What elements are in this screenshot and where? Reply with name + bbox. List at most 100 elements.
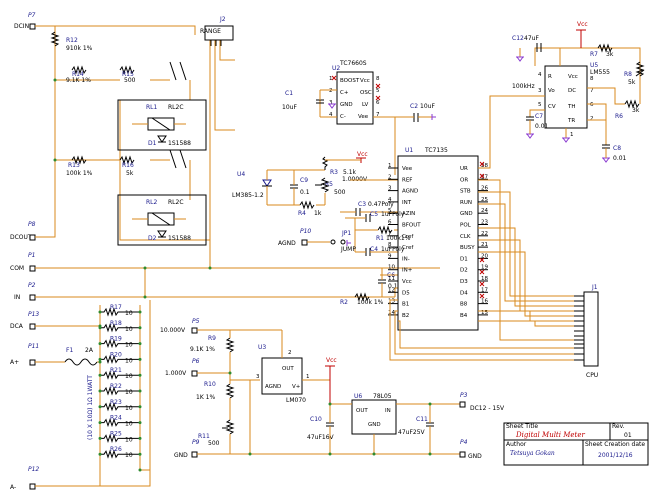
u1-pin-number: 11 bbox=[388, 276, 395, 282]
svg-text:R10: R10 bbox=[204, 381, 216, 388]
port-p5: P5 10.000V bbox=[160, 318, 230, 334]
reference-u4-lm385: U4 LM385-1.2 bbox=[232, 169, 325, 206]
svg-text:U5: U5 bbox=[590, 62, 598, 69]
u1-pin-name: INT bbox=[402, 200, 412, 206]
svg-text:U2: U2 bbox=[332, 65, 340, 72]
u1-pin-number: 10 bbox=[388, 265, 395, 271]
u1-pin-name: GND bbox=[460, 211, 473, 217]
svg-text:5: 5 bbox=[538, 102, 542, 108]
u1-pin-number: 12 bbox=[388, 287, 395, 293]
svg-text:GND: GND bbox=[174, 452, 188, 459]
svg-text:R9: R9 bbox=[208, 335, 216, 342]
shunt-resistor-ref: R24 bbox=[110, 415, 122, 422]
svg-text:AGND: AGND bbox=[278, 240, 296, 247]
svg-text:3: 3 bbox=[256, 374, 260, 380]
svg-text:910k 1%: 910k 1% bbox=[66, 45, 93, 52]
shunt-resistor-value: 10 bbox=[125, 342, 133, 349]
title-block: Sheet Title Digital Multi Meter Rev. 01 … bbox=[503, 422, 649, 466]
svg-text:500: 500 bbox=[334, 189, 346, 196]
svg-text:7: 7 bbox=[376, 112, 380, 118]
svg-text:LM070: LM070 bbox=[286, 397, 306, 404]
svg-text:GND: GND bbox=[368, 422, 381, 428]
u1-pin-name: D2 bbox=[460, 268, 468, 274]
u1-bus-wiring bbox=[389, 95, 574, 361]
svg-text:C+: C+ bbox=[340, 90, 349, 96]
svg-text:0.1: 0.1 bbox=[388, 283, 398, 290]
port-p6: P6 1.000V bbox=[165, 358, 230, 377]
u1-pin-number: 14 bbox=[388, 310, 395, 316]
svg-text:C8: C8 bbox=[613, 145, 621, 152]
svg-text:DCOUT: DCOUT bbox=[10, 234, 32, 241]
svg-text:C3: C3 bbox=[358, 201, 366, 208]
capacitor-c5: C5 1uFPoly bbox=[345, 211, 405, 222]
shunt-resistor-value: 10 bbox=[125, 310, 133, 317]
port-p3: P3 DC12 - 15V bbox=[459, 392, 505, 412]
shunt-resistor-value: 10 bbox=[125, 389, 133, 396]
capacitor-c11: C11 47uF25V bbox=[398, 404, 434, 454]
u1-pin-name: D4 bbox=[460, 290, 468, 296]
svg-text:R14: R14 bbox=[72, 71, 84, 78]
svg-text:C9: C9 bbox=[300, 177, 308, 184]
svg-text:RL2C: RL2C bbox=[168, 104, 184, 111]
svg-text:RL2: RL2 bbox=[146, 199, 158, 206]
svg-text:1S1588: 1S1588 bbox=[168, 140, 191, 147]
svg-text:9.1K 1%: 9.1K 1% bbox=[190, 346, 215, 353]
capacitor-c10: C10 47uF16V bbox=[307, 404, 335, 454]
u5-wiring bbox=[519, 47, 641, 145]
resistor-r7: R7 3k bbox=[590, 43, 614, 58]
shunt-resistor-value: 10 bbox=[125, 452, 133, 459]
resistor-r4: R4 1k bbox=[298, 193, 326, 217]
svg-text:R: R bbox=[548, 74, 552, 80]
u1-pin-name: B2 bbox=[402, 313, 409, 319]
shunt-resistor-value: 10 bbox=[125, 405, 133, 412]
svg-text:R4: R4 bbox=[298, 210, 306, 217]
svg-text:IN: IN bbox=[14, 294, 20, 301]
connector-j1-cpu: J1 CPU bbox=[574, 284, 599, 379]
svg-text:2: 2 bbox=[329, 88, 333, 94]
u1-pin-number: 27 bbox=[481, 174, 488, 180]
relay-rl1: RL1 RL2C bbox=[117, 61, 207, 151]
u1-pin-name: B1 bbox=[402, 302, 409, 308]
svg-text:P1: P1 bbox=[28, 252, 35, 259]
u1-pin-name: BUSY bbox=[460, 245, 475, 251]
u1-pin-number: 17 bbox=[481, 287, 488, 293]
u1-pin-number: 6 bbox=[388, 220, 392, 226]
svg-text:C4: C4 bbox=[370, 246, 378, 253]
svg-text:R2: R2 bbox=[340, 299, 348, 306]
svg-text:1uFPoly: 1uFPoly bbox=[381, 211, 405, 218]
svg-text:8: 8 bbox=[590, 76, 594, 82]
fuse-f1: F1 2A bbox=[64, 347, 98, 366]
svg-text:U3: U3 bbox=[258, 344, 266, 351]
shunt-resistor-ref: R26 bbox=[110, 446, 122, 453]
date-label: Sheet Creation date bbox=[585, 441, 645, 448]
svg-text:3: 3 bbox=[538, 88, 542, 94]
u1-pin-number: 22 bbox=[481, 231, 488, 237]
resistor-r5: R5 500 bbox=[315, 177, 346, 196]
u1-pin-number: 28 bbox=[481, 163, 488, 169]
svg-text:RL1: RL1 bbox=[146, 104, 158, 111]
u1-pin-number: 4 bbox=[388, 197, 392, 203]
svg-text:47uF25V: 47uF25V bbox=[398, 429, 426, 436]
svg-text:R15: R15 bbox=[122, 71, 134, 78]
u1-pin-name: AGND bbox=[402, 189, 418, 195]
svg-text:Vcc: Vcc bbox=[360, 78, 370, 84]
creation-date: 2001/12/16 bbox=[598, 452, 633, 459]
svg-text:Vcc: Vcc bbox=[326, 357, 337, 364]
svg-text:P5: P5 bbox=[192, 318, 200, 325]
capacitor-c1: C1 10uF bbox=[282, 90, 324, 111]
svg-text:D1: D1 bbox=[148, 140, 157, 147]
u1-pin-name: D1 bbox=[460, 256, 468, 262]
u1-pin-name: UR bbox=[460, 166, 468, 172]
u1-pin-name: IN+ bbox=[402, 268, 413, 274]
shunt-resistor-ladder: R1710R1810R1910R2010R2110R2210R2310R2410… bbox=[98, 304, 142, 459]
u1-pin-number: 20 bbox=[481, 253, 488, 259]
svg-text:0.1: 0.1 bbox=[300, 189, 310, 196]
u1-pin-name: REF bbox=[402, 177, 412, 183]
ic-u3-lm070: U3 LM070 OUT AGND V+ 2 3 1 bbox=[230, 329, 330, 454]
svg-text:R16: R16 bbox=[122, 162, 134, 169]
resistor-r3: R3 5.1k Vcc bbox=[321, 151, 368, 176]
u1-pin-number: 13 bbox=[388, 299, 395, 305]
shunt-resistor-value: 10 bbox=[125, 357, 133, 364]
